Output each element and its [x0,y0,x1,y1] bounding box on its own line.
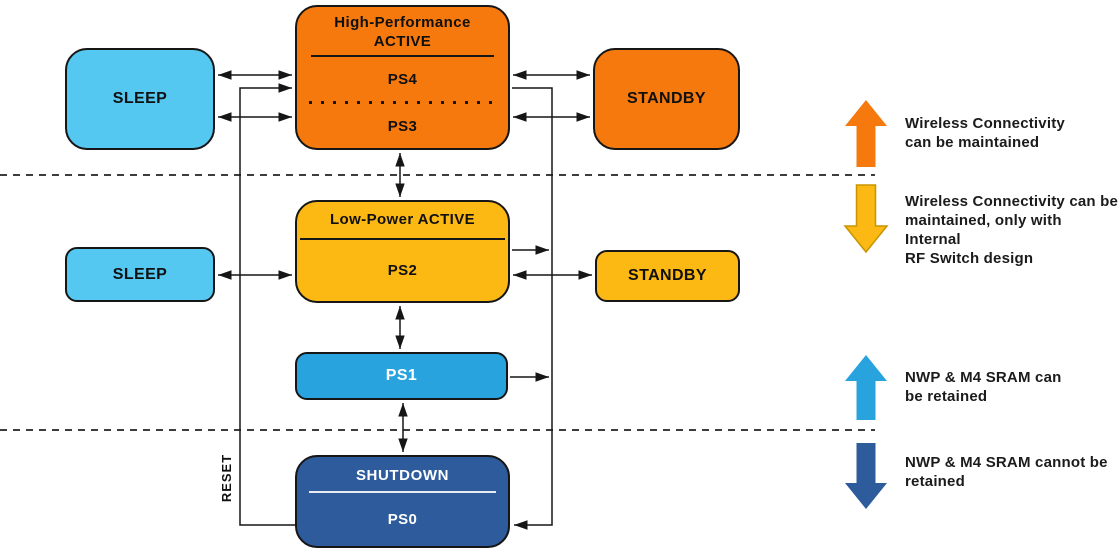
hp-active-title-line2: ACTIVE [373,33,432,50]
ps1-label: PS1 [385,367,418,384]
state-ps0: PS0 [387,511,418,528]
state-low-power-active: Low-Power ACTIVE PS2 [295,200,510,303]
annotation-sram-not-retained: NWP & M4 SRAM cannot be retained [905,453,1108,491]
annotation-wireless-rf-switch: Wireless Connectivity can be maintained,… [905,192,1120,268]
state-sleep-mid: SLEEP [65,247,215,302]
annotation-sram-retained: NWP & M4 SRAM can be retained [905,368,1061,406]
state-ps3: PS3 [387,117,418,135]
annotation-wireless-maintained: Wireless Connectivity can be maintained [905,114,1065,152]
standby-mid-label: STANDBY [628,267,707,284]
low-power-title: Low-Power ACTIVE [329,211,476,228]
state-standby-top: STANDBY [593,48,740,150]
state-high-performance-active: High-Performance ACTIVE PS4 PS3 [295,5,510,150]
annotation-line: Wireless Connectivity [905,115,1065,132]
annotation-line: Wireless Connectivity can be [905,193,1119,210]
low-power-divider [300,238,505,240]
hp-active-title-line1: High-Performance [334,14,471,31]
reset-line-ps0-to-ps4 [239,83,295,526]
annotation-line: NWP & M4 SRAM can [905,369,1062,386]
state-ps2: PS2 [387,262,418,279]
state-shutdown: SHUTDOWN PS0 [295,455,510,548]
line-ps4-to-ps0 [512,87,553,530]
annotation-line: retained [905,473,965,490]
sleep-mid-label: SLEEP [112,265,168,283]
hp-active-divider [311,55,494,57]
sram-retained-up-arrow-icon [845,355,887,420]
state-ps1: PS1 [295,352,508,400]
wireless-rf-switch-down-arrow-icon [843,184,889,254]
sram-not-retained-down-arrow-icon [845,443,887,509]
wireless-maintained-up-arrow-icon [845,100,887,167]
sleep-top-label: SLEEP [112,90,168,107]
annotation-line: can be maintained [905,134,1040,151]
state-standby-mid: STANDBY [595,250,740,302]
shutdown-divider [309,491,496,493]
annotation-line: NWP & M4 SRAM cannot be [905,454,1108,471]
standby-top-label: STANDBY [627,90,706,107]
annotation-line: maintained, only with Internal [905,212,1062,248]
annotation-line: be retained [905,388,988,405]
shutdown-title: SHUTDOWN [355,467,450,484]
state-ps4: PS4 [387,70,418,88]
reset-label: RESET [218,453,234,503]
state-sleep-top: SLEEP [65,48,215,150]
annotation-line: RF Switch design [905,250,1034,267]
hp-active-title: High-Performance ACTIVE [297,7,508,51]
ps4-ps3-dotted-divider [309,101,496,104]
